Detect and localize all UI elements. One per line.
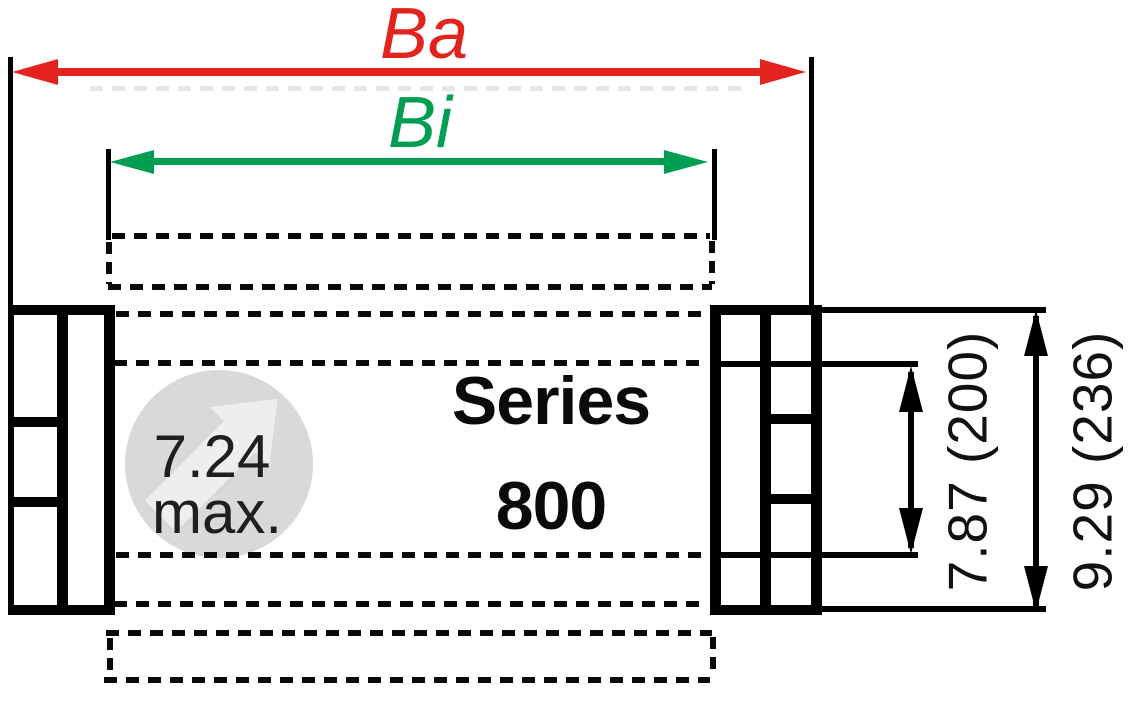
left-plate-divider-1 <box>14 417 57 427</box>
right-plate-outer-edge <box>811 305 822 615</box>
dashed-crossbar-top-left-edge <box>106 242 112 284</box>
watermark-circle <box>125 370 313 558</box>
inner-height-arrowhead-up <box>899 366 923 412</box>
right-plate-inner-edge <box>710 305 721 615</box>
faint-dashed-line <box>90 86 745 91</box>
dashed-crossbar-bottom-line-1 <box>106 630 712 636</box>
outer-height-extension-top <box>822 307 1046 313</box>
right-plate-divider-1 <box>771 414 811 424</box>
bi-dimension-label: Bi <box>387 83 453 163</box>
left-plate-divider-2 <box>14 497 57 507</box>
outer-height-dimension-label: 9.29 (236) <box>1061 330 1124 592</box>
dashed-crossbar-top-line-1 <box>112 233 710 239</box>
right-plate-divider-2 <box>771 494 811 504</box>
right-plate-mid-rib <box>760 305 771 615</box>
inner-height-dimension-label: 7.87 (200) <box>936 330 999 592</box>
bi-extension-line-left <box>106 149 111 240</box>
ba-arrowhead-right <box>760 59 806 85</box>
inner-height-arrowhead-down <box>899 508 923 554</box>
bi-arrowhead-left <box>110 150 154 174</box>
inner-height-extension-top <box>712 361 918 367</box>
right-plate-top-edge <box>710 305 822 315</box>
dashed-inner-top-line-1 <box>116 311 708 317</box>
dashed-inner-top-line-2 <box>114 360 708 366</box>
series-name-line1: Series <box>451 363 651 439</box>
watermark-qualifier: max. <box>151 479 283 546</box>
outer-height-arrowhead-up <box>1024 310 1048 356</box>
dashed-crossbar-bottom-left-edge <box>107 638 113 678</box>
dashed-crossbar-top-line-2 <box>108 284 712 290</box>
series-name-line2: 800 <box>495 468 607 544</box>
left-plate-mid-rib <box>57 305 68 615</box>
ba-arrowhead-left <box>12 59 58 85</box>
dashed-crossbar-top-right-edge <box>709 241 715 284</box>
ba-dimension-label: Ba <box>379 0 469 74</box>
bi-arrowhead-right <box>664 150 708 174</box>
ba-extension-line-right <box>809 57 814 309</box>
outer-height-arrowhead-down <box>1024 566 1048 612</box>
outer-height-extension-bottom <box>822 606 1046 612</box>
dashed-crossbar-bottom-right-edge <box>710 637 716 677</box>
dashed-inner-bottom-line-2 <box>114 601 706 607</box>
left-plate-inner-edge <box>104 305 115 615</box>
bi-arrow-shaft <box>148 158 666 165</box>
ba-arrow-shaft <box>50 68 762 76</box>
right-plate-bottom-edge <box>710 605 822 615</box>
dashed-crossbar-bottom-line-2 <box>104 677 710 683</box>
left-plate-outer-edge <box>8 305 14 615</box>
bi-extension-line-right <box>712 149 717 240</box>
inner-height-extension-bottom <box>712 552 918 558</box>
inner-height-arrow-shaft <box>908 372 914 548</box>
watermark-value: 7.24 <box>153 423 271 490</box>
ba-extension-line-left <box>8 57 13 309</box>
dashed-inner-bottom-line-1 <box>116 552 708 558</box>
outer-height-arrow-shaft <box>1033 316 1039 606</box>
